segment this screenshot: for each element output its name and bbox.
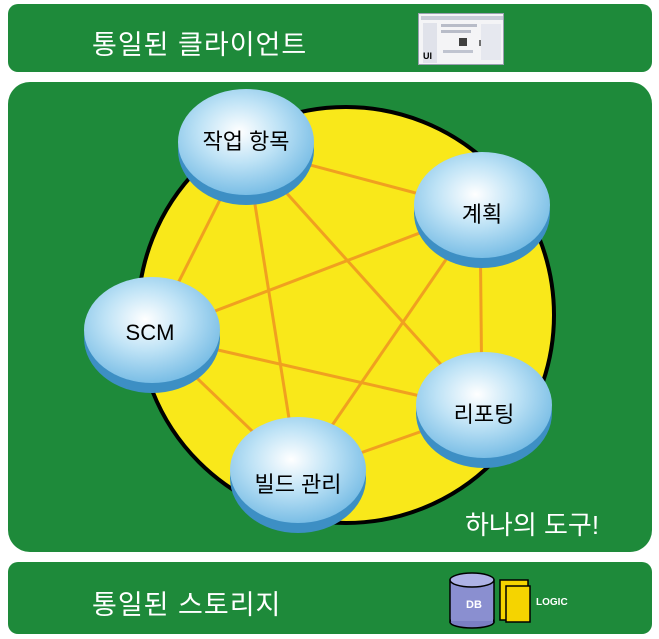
logic-label: LOGIC [536, 597, 568, 608]
unified-storage-band: 통일된 스토리지 [8, 562, 652, 634]
logic-folder-icon [499, 579, 531, 623]
unified-client-title: 통일된 클라이언트 [92, 30, 308, 60]
one-tool-slogan: 하나의 도구! [465, 510, 600, 540]
node-label-work-items: 작업 항목 [202, 129, 290, 154]
database-icon [449, 572, 495, 629]
node-reporting [416, 352, 552, 468]
node-label-reporting: 리포팅 [453, 402, 515, 427]
node-label-scm: SCM [125, 320, 175, 345]
node-scm [84, 277, 220, 393]
ui-thumbnail-graphic [421, 16, 503, 63]
node-label-build-management: 빌드 관리 [254, 472, 342, 497]
node-planning [414, 152, 550, 268]
ui-badge-label: UI [423, 51, 432, 61]
unified-storage-title: 통일된 스토리지 [92, 590, 282, 620]
ui-screenshot-icon: UI [418, 13, 504, 65]
unified-client-band: 통일된 클라이언트 UI [8, 4, 652, 72]
node-work-items [178, 89, 314, 205]
node-label-planning: 계획 [461, 202, 503, 227]
node-build-management [230, 417, 366, 533]
db-label: DB [466, 599, 482, 611]
